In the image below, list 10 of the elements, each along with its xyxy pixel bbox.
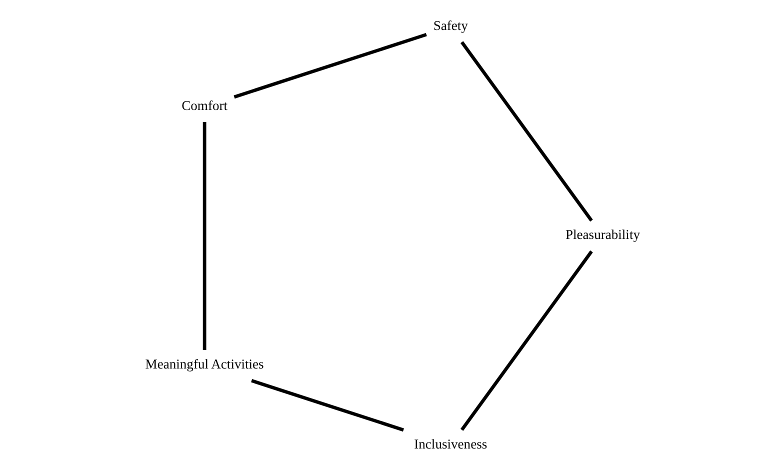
connector bbox=[251, 379, 404, 432]
connector bbox=[202, 122, 206, 350]
node-text: Meaningful Activities bbox=[145, 356, 264, 372]
node-text: Pleasurability bbox=[565, 227, 640, 242]
node-text: Inclusiveness bbox=[414, 436, 488, 452]
node-text: Comfort bbox=[182, 98, 228, 113]
connector bbox=[234, 32, 427, 99]
connector bbox=[460, 250, 593, 431]
node-text: Safety bbox=[433, 18, 468, 33]
connector bbox=[460, 41, 593, 222]
